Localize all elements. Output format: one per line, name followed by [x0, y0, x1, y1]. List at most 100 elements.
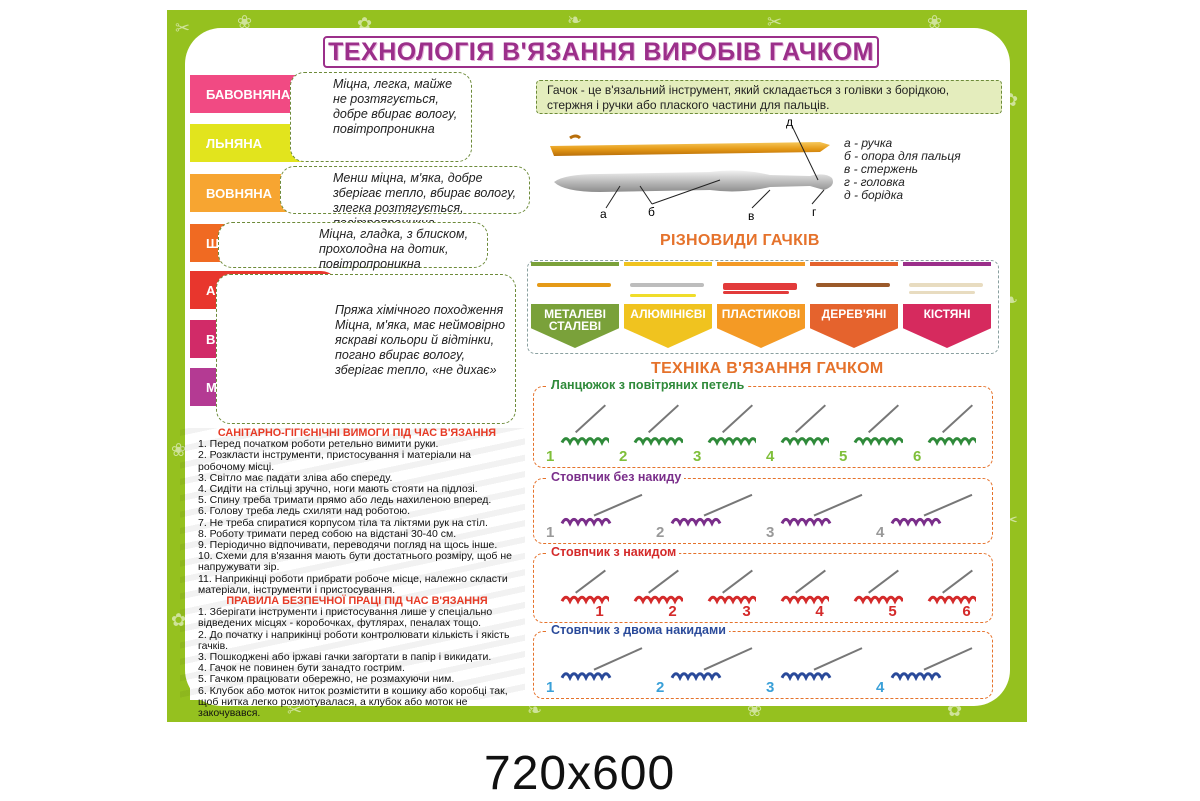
- hygiene-item: 4. Сидіти на стільці зручно, ноги мають …: [198, 483, 478, 496]
- pattern-icon: ✿: [171, 610, 187, 631]
- hygiene-item: 10. Схеми для в'язання мають бути достат…: [198, 550, 512, 574]
- technique-step-number: 4: [876, 524, 885, 539]
- technique-step-illustration: 3: [707, 569, 756, 618]
- hygiene-item: 7. Не треба спиратися корпусом тіла та л…: [198, 516, 488, 529]
- technique-step-illustration: 1: [546, 404, 610, 463]
- technique-step-number: 1: [546, 448, 554, 463]
- safety-item: 4. Гачок не повинен бути занадто гострим…: [198, 662, 405, 675]
- safety-item: 2. До початку і наприкінці роботи контро…: [198, 628, 510, 652]
- hook-types-heading: РІЗНОВИДИ ГАЧКІВ: [660, 232, 820, 249]
- technique-step-illustration: 1: [560, 569, 610, 618]
- technique-step-illustration: 4: [876, 493, 973, 539]
- hook-type-stripe: [624, 262, 712, 266]
- safety-item: 5. Гачком працювати обережно, не розмаху…: [198, 673, 455, 686]
- technique-step-illustration: 4: [766, 404, 830, 463]
- technique-step-number: 4: [815, 603, 824, 618]
- yarn-description-wool: Міцна, гладка, з блиском, прохолодна на …: [218, 222, 488, 271]
- pattern-icon: ✂: [175, 18, 191, 39]
- hygiene-item: 8. Роботу тримати перед собою на відстан…: [198, 527, 457, 540]
- pattern-icon: ❀: [237, 12, 253, 33]
- technique-label: Стовпчик з двома накидами: [548, 623, 729, 637]
- technique-label: Стовпчик без накиду: [548, 470, 685, 484]
- technique-step-number: 3: [766, 679, 774, 694]
- hook-type-stripe: [717, 262, 805, 266]
- technique-step-illustration: 1: [546, 647, 643, 694]
- technique-step-illustration: 1: [546, 493, 643, 539]
- technique-step-number: 2: [669, 603, 677, 618]
- technique-step-number: 4: [876, 679, 885, 694]
- technique-step-illustration: 2: [656, 647, 753, 694]
- hygiene-item: 11. Наприкінці роботи прибрати робоче мі…: [198, 572, 508, 596]
- pattern-icon: ❀: [927, 12, 943, 33]
- technique-step-illustration: 5: [853, 569, 903, 618]
- hook-image-icon: [816, 283, 890, 287]
- safety-item: 3. Пошкоджені або іржаві гачки загортати…: [198, 651, 492, 664]
- hook-type: КІСТЯНІ: [903, 262, 991, 350]
- size-label: 720x600: [484, 747, 676, 800]
- hook-image-icon: [630, 283, 704, 297]
- yarn-name: БАВОВНЯНА: [206, 86, 291, 102]
- plastic-hook-icon: [554, 170, 833, 192]
- hook-definition: Гачок - це в'язальний інструмент, який с…: [536, 80, 1002, 114]
- safety-item: 6. Клубок або моток ниток розмістити в к…: [198, 684, 508, 720]
- metal-hook-icon: [550, 142, 830, 156]
- hook-type-label: КІСТЯНІ: [903, 304, 991, 348]
- hook-diagram: д а б в г: [550, 115, 833, 223]
- yarn-description-text: Міцна, легка, майже не розтягується, доб…: [333, 77, 458, 136]
- hygiene-item: 6. Голову треба ледь схиляти над роботою…: [198, 505, 411, 518]
- safety-item: 1. Зберігати інструменти і пристосування…: [198, 606, 493, 630]
- technique-step-number: 1: [595, 603, 603, 618]
- hook-types-frame: [527, 260, 999, 354]
- hygiene-item: 5. Спину треба тримати прямо або ледь на…: [198, 494, 492, 507]
- hook-type: АЛЮМІНІЄВІ: [624, 262, 712, 350]
- legend-item: в - стержень: [844, 162, 918, 176]
- hook-type-stripe: [903, 262, 991, 266]
- hook-type-label: ПЛАСТИКОВІ: [717, 304, 805, 348]
- technique-step-illustration: 4: [876, 647, 973, 694]
- hook-type: МЕТАЛЕВІ СТАЛЕВІ: [531, 262, 619, 350]
- pattern-icon: ✂: [767, 12, 783, 33]
- technique-step-illustration: 3: [693, 404, 756, 463]
- legend-item: б - опора для пальця: [844, 149, 961, 163]
- technique-label: Стовпчик з накидом: [548, 545, 680, 559]
- yarn-description-text: Пряжа хімічного походження Міцна, м'яка,…: [335, 303, 506, 377]
- technique-step-number: 3: [766, 524, 774, 539]
- legend-item: г - головка: [844, 175, 905, 189]
- page-title: ТЕХНОЛОГІЯ В'ЯЗАННЯ ВИРОБІВ ГАЧКОМ: [323, 36, 879, 68]
- technique-step-illustration: 2: [619, 404, 683, 463]
- technique-step-number: 3: [693, 448, 701, 463]
- hygiene-item: 3. Світло має падати зліва або спереду.: [198, 471, 393, 484]
- technique-step-illustration: 6: [927, 569, 976, 618]
- hygiene-item: 9. Періодично відпочивати, переводячи по…: [198, 539, 498, 552]
- safety-heading: ПРАВИЛА БЕЗПЕЧНОЇ ПРАЦІ ПІД ЧАС В'ЯЗАННЯ: [226, 595, 488, 608]
- hook-image-icon: [723, 283, 797, 294]
- hook-image-icon: [537, 283, 611, 287]
- hook-type: ДЕРЕВ'ЯНІ: [810, 262, 898, 350]
- yarn-description-text: Міцна, гладка, з блиском, прохолодна на …: [319, 227, 469, 271]
- hook-label-b: б: [648, 205, 655, 219]
- hygiene-item: 1. Перед початком роботи ретельно вимити…: [198, 438, 439, 451]
- technique-step-number: 5: [839, 448, 847, 463]
- yarn-description-linen: Менш міцна, м'яка, добре зберігає тепло,…: [280, 166, 530, 230]
- technique-step-number: 3: [742, 603, 750, 618]
- technique-label: Ланцюжок з повітряних петель: [548, 378, 748, 392]
- safety-list: 1. Зберігати інструменти і пристосування…: [198, 607, 516, 719]
- technique-step-illustration: 2: [633, 569, 683, 618]
- hook-image-icon: [909, 283, 983, 294]
- pattern-icon: ❀: [171, 440, 187, 461]
- hygiene-list: 1. Перед початком роботи ретельно вимити…: [198, 438, 516, 596]
- technique-step-illustration: 2: [656, 493, 753, 539]
- hook-label-a: а: [600, 207, 607, 221]
- legend-item: д - борідка: [844, 188, 904, 202]
- pattern-icon: ❧: [567, 10, 583, 31]
- hook-type-label: МЕТАЛЕВІ СТАЛЕВІ: [531, 304, 619, 348]
- yarn-name: ВОВНЯНА: [206, 185, 273, 201]
- technique-step-number: 2: [656, 524, 664, 539]
- rules-block: САНІТАРНО-ГІГІЄНІЧНІ ВИМОГИ ПІД ЧАС В'ЯЗ…: [180, 427, 525, 719]
- technique-step-illustration: 5: [839, 404, 903, 463]
